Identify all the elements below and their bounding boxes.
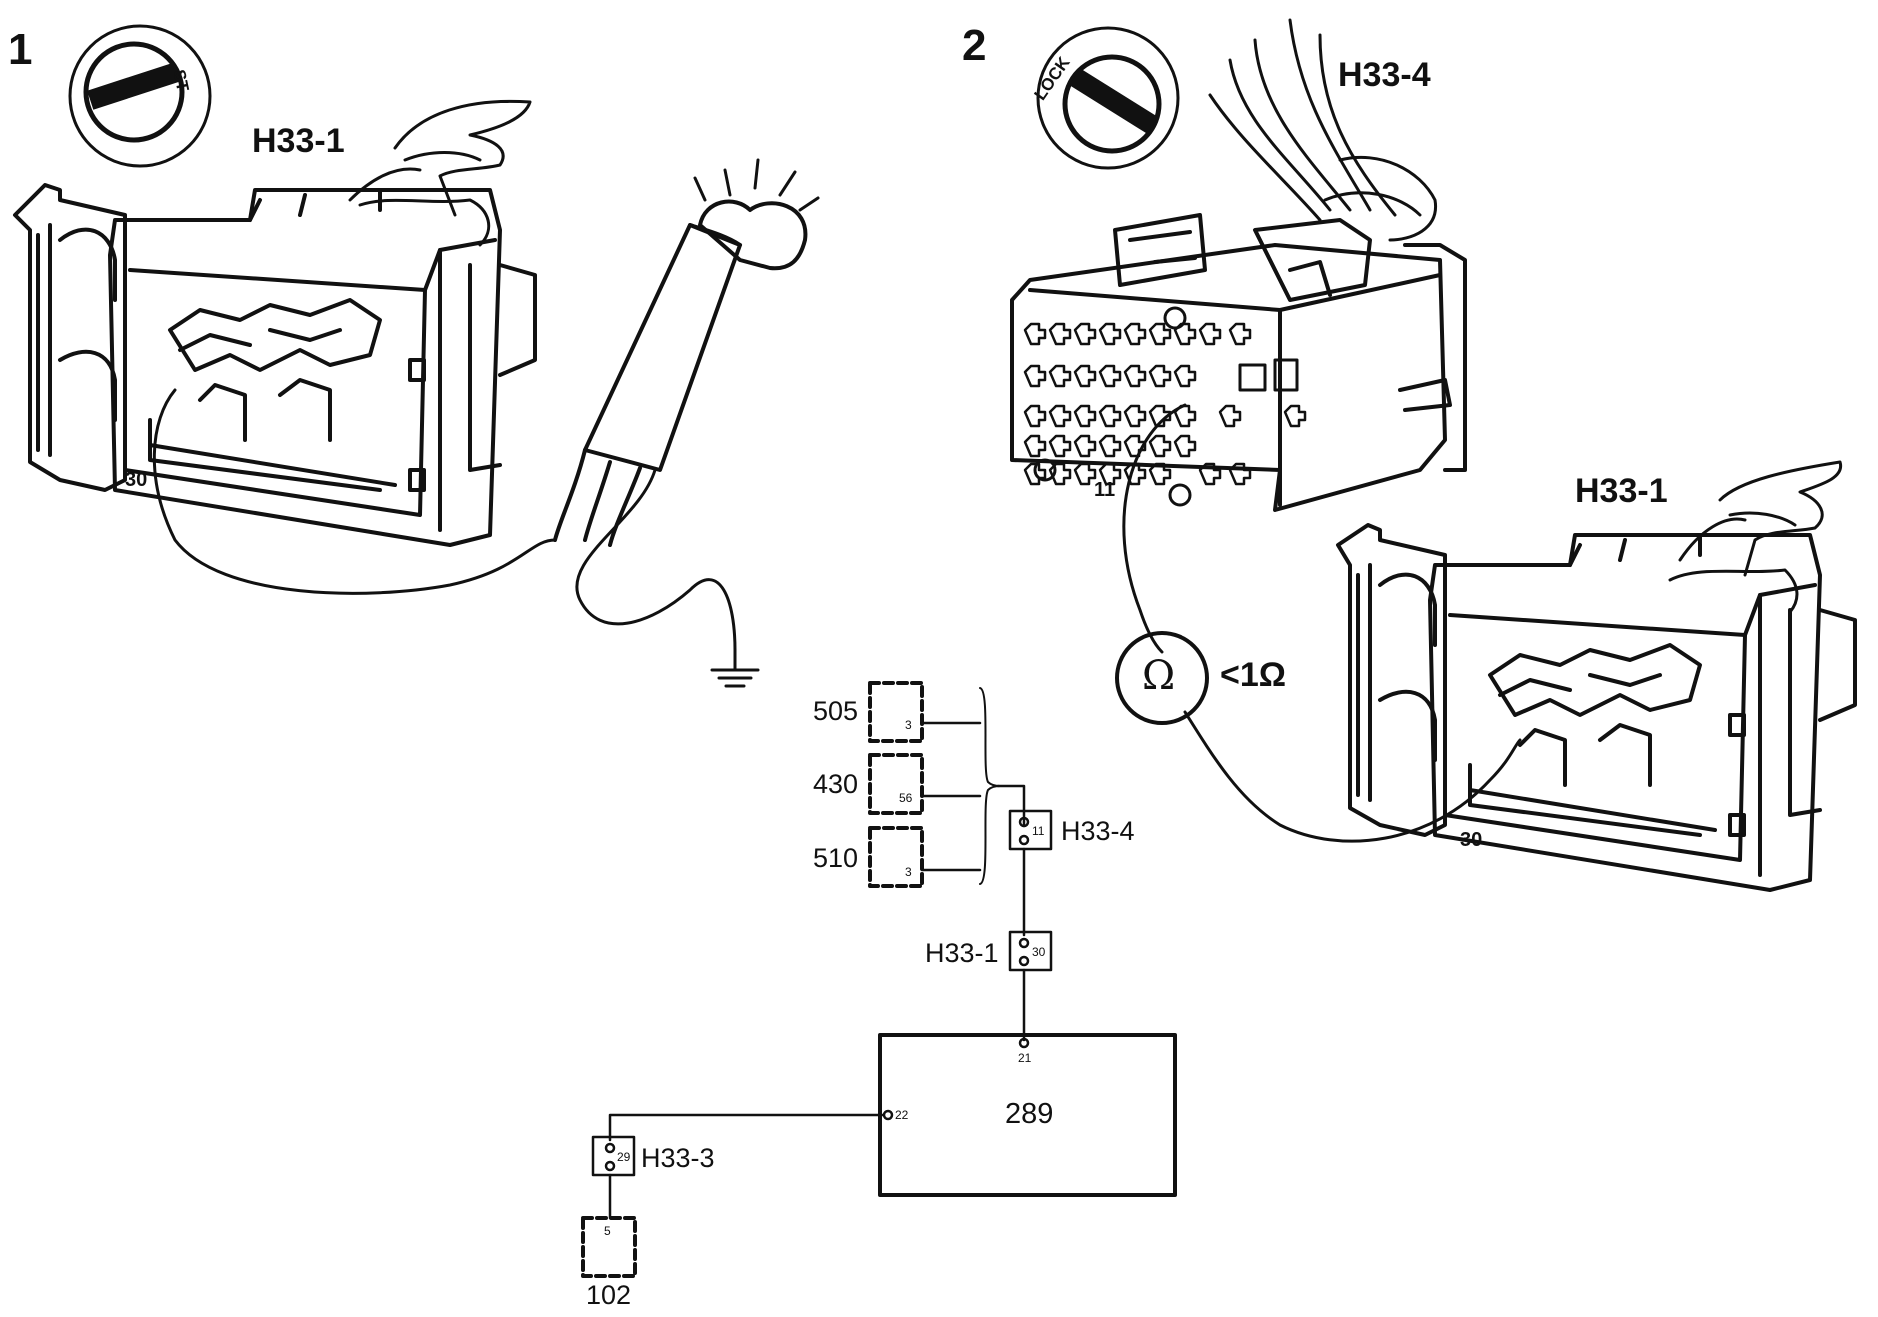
component-430-box xyxy=(868,753,924,815)
module-289-pin-21: 21 xyxy=(1018,1051,1032,1065)
component-430-label: 430 xyxy=(813,769,859,799)
schematic-h33-4-label: H33-4 xyxy=(1061,816,1135,846)
component-505-pin: 3 xyxy=(905,718,912,732)
component-510-pin: 3 xyxy=(905,865,912,879)
ignition-switch-icon xyxy=(1036,26,1180,170)
connector-label-h33-4: H33-4 xyxy=(1338,56,1431,94)
connector-h33-4-symbol xyxy=(1008,809,1053,851)
hand-icon xyxy=(1668,460,1843,614)
lamp-ground-lead xyxy=(575,468,737,652)
resistance-reading: <1Ω xyxy=(1220,656,1287,694)
pin-label-30: 30 xyxy=(125,469,148,491)
schematic-h33-1-label: H33-1 xyxy=(925,938,999,968)
probe-wire-panel1 xyxy=(152,388,557,595)
schematic-h33-3-label: H33-3 xyxy=(641,1143,715,1173)
component-505-label: 505 xyxy=(813,696,859,726)
ohmmeter-lead-bottom xyxy=(1183,710,1522,843)
panel2-number: 2 xyxy=(962,21,987,70)
component-430-pin: 56 xyxy=(899,791,913,805)
panel1-number: 1 xyxy=(8,25,33,74)
hand-icon xyxy=(348,99,532,247)
connector-h33-3-symbol xyxy=(591,1135,636,1177)
ohmmeter-lead-top xyxy=(1122,403,1187,654)
test-lamp-icon xyxy=(553,158,820,547)
unit-102-label: 102 xyxy=(586,1280,632,1310)
connector-label-h33-1: H33-1 xyxy=(252,122,345,160)
connector-h33-1-symbol xyxy=(1008,930,1053,972)
pin-label-11: 11 xyxy=(1094,479,1116,501)
ground-symbol-icon xyxy=(710,648,760,688)
component-505-box xyxy=(868,681,924,743)
ohm-symbol: Ω xyxy=(1142,653,1176,699)
unit-102-box xyxy=(581,1216,637,1278)
connector-icon xyxy=(1010,213,1467,512)
ohmmeter-icon xyxy=(1115,631,1209,725)
wire-harness-icon xyxy=(1208,18,1437,242)
connector-pin-grid xyxy=(1023,322,1307,486)
unit-102-pin: 5 xyxy=(604,1224,611,1238)
pin-label-30-panel2: 30 xyxy=(1460,829,1483,851)
connector-label-h33-1-panel2: H33-1 xyxy=(1575,472,1668,510)
schematic xyxy=(581,681,1177,1278)
schematic-h33-4-pin: 11 xyxy=(1032,824,1045,838)
schematic-h33-1-pin: 30 xyxy=(1032,945,1046,959)
switch-label-st: ST xyxy=(169,67,193,94)
module-289-pin-22: 22 xyxy=(895,1108,909,1122)
ignition-switch-icon xyxy=(68,24,212,168)
connector-icon xyxy=(13,183,537,547)
module-289-label: 289 xyxy=(1005,1098,1054,1130)
schematic-h33-3-pin: 29 xyxy=(617,1150,631,1164)
component-510-label: 510 xyxy=(813,843,859,873)
component-510-box xyxy=(868,826,924,888)
connector-icon xyxy=(1336,523,1857,892)
